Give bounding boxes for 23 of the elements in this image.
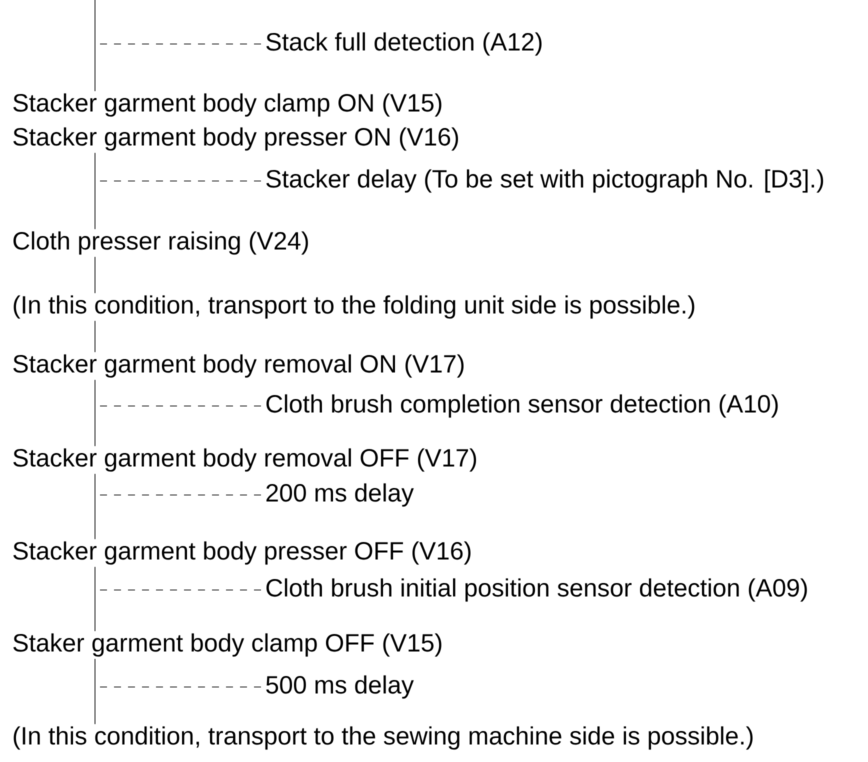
step-text: Stacker garment body removal ON (V17) (13, 354, 464, 378)
step-text: (In this condition, transport to the sewing machine side is possible.) (14, 726, 753, 750)
trunk-line (94, 658, 96, 725)
step-text: Stacker garment body presser ON (V16) (13, 127, 458, 151)
trunk-line (94, 320, 96, 353)
step-text: Cloth presser raising (V24) (13, 231, 308, 255)
trunk-line (94, 379, 96, 447)
trunk-line (94, 473, 96, 540)
step-text: 500 ms delay (266, 675, 414, 699)
step-text: 200 ms delay (266, 483, 414, 507)
trunk-line (94, 256, 96, 294)
step-text: Stacker garment body presser OFF (V16) (13, 541, 470, 565)
step-text: Stack full detection (A12) (266, 32, 542, 56)
trunk-line (94, 0, 96, 92)
trunk-line (94, 152, 96, 230)
step-text: (In this condition, transport to the folding unit side is possible.) (14, 295, 694, 319)
step-text: Stacker garment body removal OFF (V17) (13, 448, 476, 472)
step-text: Cloth brush completion sensor detection (A10) (266, 394, 778, 418)
step-text: Stacker garment body clamp ON (V15) (13, 93, 442, 117)
trunk-line (94, 566, 96, 632)
step-text: Stacker delay (To be set with pictograph No. [D3].) (266, 169, 824, 193)
step-text: Cloth brush initial position sensor detection (A09) (266, 578, 807, 602)
step-text: Staker garment body clamp OFF (V15) (13, 633, 442, 657)
